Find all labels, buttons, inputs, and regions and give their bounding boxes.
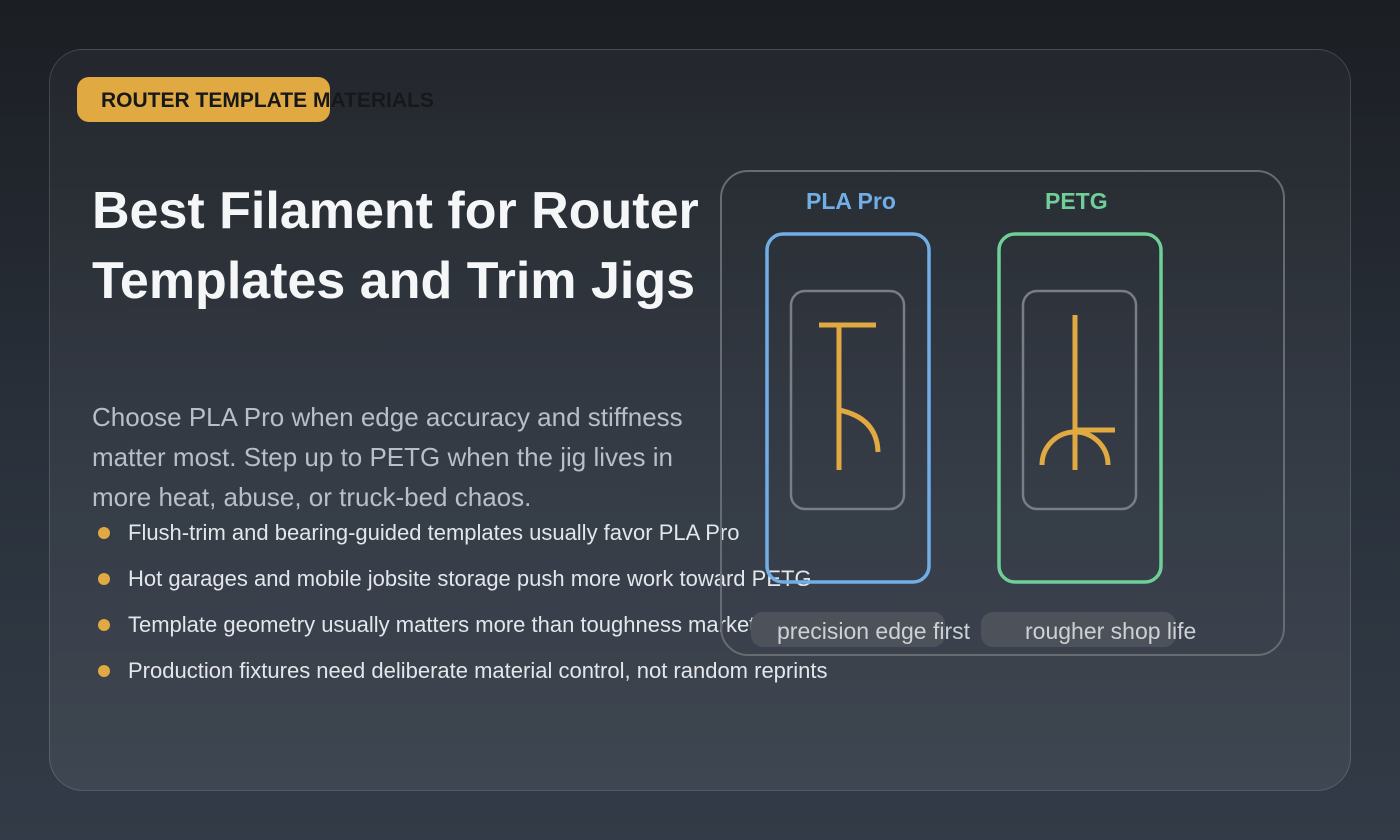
key-point: Template geometry usually matters more t… — [96, 605, 827, 651]
page-title: Best Filament for Router Templates and T… — [92, 182, 699, 310]
petg-caption: rougher shop life — [1025, 618, 1197, 644]
pla-pro-caption-pill — [751, 612, 945, 647]
petg-caption-pill — [981, 612, 1176, 647]
petg-label: PETG — [1045, 188, 1108, 214]
key-point: Hot garages and mobile jobsite storage p… — [96, 559, 827, 605]
key-point: Production fixtures need deliberate mate… — [96, 651, 827, 697]
category-badge — [77, 77, 330, 122]
pla-pro-icon-tile — [789, 289, 906, 511]
key-point-text: Production fixtures need deliberate mate… — [128, 658, 828, 683]
bullet-dot-icon — [98, 619, 110, 631]
petg-frame — [997, 232, 1163, 584]
pla-pro-frame — [765, 232, 931, 584]
bullet-dot-icon — [98, 665, 110, 677]
hero-card — [49, 49, 1351, 791]
key-points-list: Flush-trim and bearing-guided templates … — [96, 513, 827, 697]
category-badge-label: ROUTER TEMPLATE MATERIALS — [101, 89, 434, 112]
key-point-text: Hot garages and mobile jobsite storage p… — [128, 566, 812, 591]
bullet-dot-icon — [98, 573, 110, 585]
page-subtitle: Choose PLA Pro when edge accuracy and st… — [92, 402, 683, 512]
bullet-dot-icon — [98, 527, 110, 539]
petg-icon-tile — [1021, 289, 1138, 511]
pla-pro-caption: precision edge first — [777, 618, 971, 644]
pla-pro-label: PLA Pro — [806, 188, 896, 214]
key-point-text: Flush-trim and bearing-guided templates … — [128, 520, 740, 545]
key-point-text: Template geometry usually matters more t… — [128, 612, 785, 637]
material-comparison-panel — [720, 170, 1285, 656]
router-bit-bearing-icon — [1039, 315, 1115, 470]
router-bit-straight-icon — [819, 322, 881, 470]
key-point: Flush-trim and bearing-guided templates … — [96, 513, 827, 559]
